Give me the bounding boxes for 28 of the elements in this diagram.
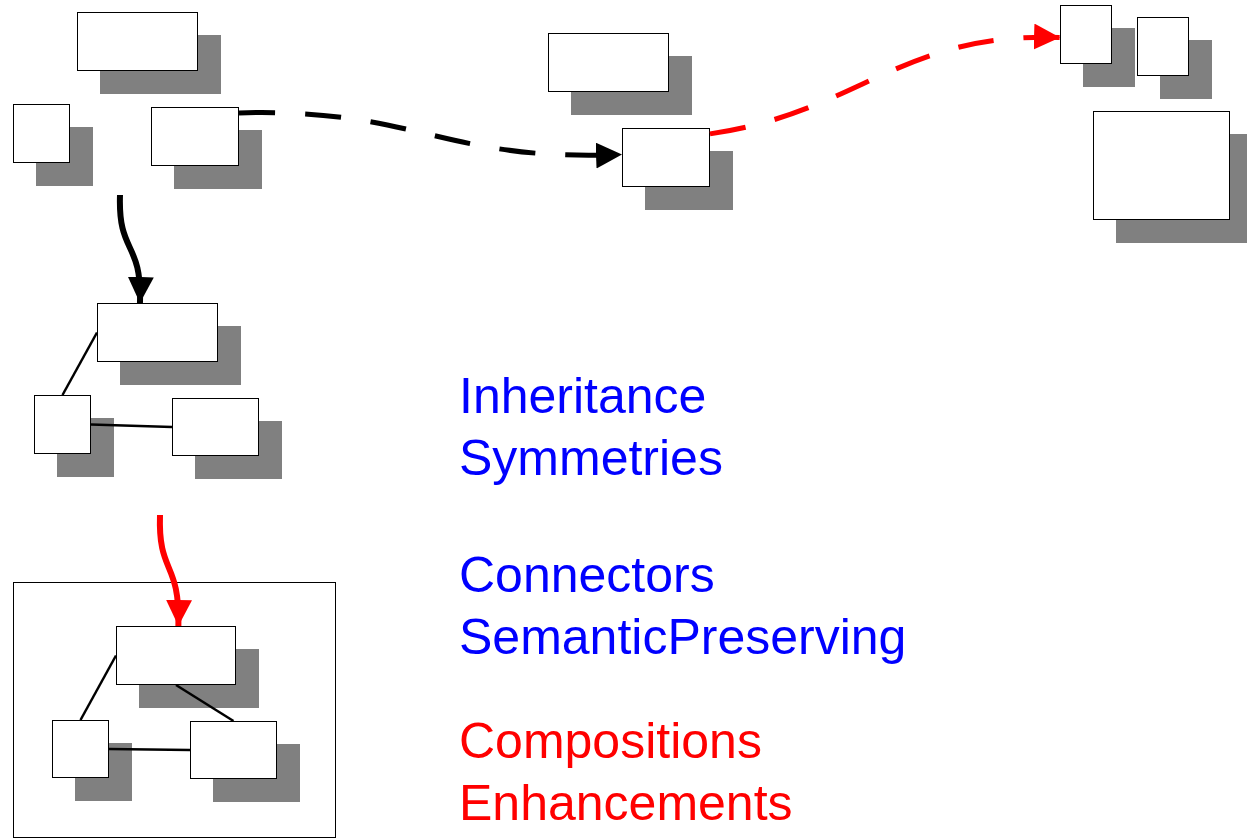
box [77, 12, 198, 71]
box [190, 721, 277, 779]
box [34, 395, 91, 454]
label-text: Connectors [459, 550, 715, 600]
box [548, 33, 669, 92]
box [52, 720, 109, 778]
label-text: Compositions [459, 716, 762, 766]
box [622, 128, 710, 187]
arrow [709, 24, 1060, 137]
label-text: Inheritance [459, 371, 707, 421]
box [13, 104, 70, 163]
connector-line [79, 654, 118, 721]
box [172, 398, 259, 456]
box [151, 107, 239, 166]
box [116, 626, 236, 685]
box [1093, 111, 1230, 220]
label-text: Enhancements [459, 778, 793, 828]
label-text: SemanticPreserving [459, 612, 907, 662]
box [97, 303, 218, 362]
arrow [157, 515, 192, 626]
box [1137, 17, 1189, 76]
label-text: Symmetries [459, 433, 723, 483]
connector-line [61, 331, 99, 396]
arrow [239, 110, 623, 168]
arrow [117, 195, 153, 303]
connector-line [109, 747, 190, 752]
box [1060, 5, 1112, 64]
frame-box [13, 582, 336, 838]
